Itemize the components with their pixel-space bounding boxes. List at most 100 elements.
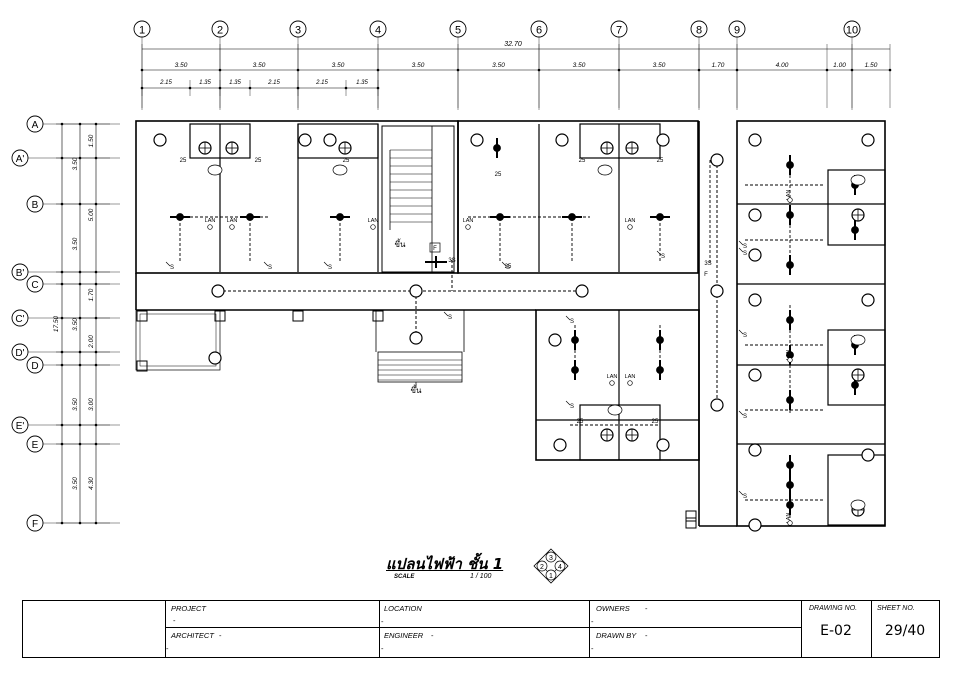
dim-top-total: 32.70: [504, 41, 522, 48]
wattage-label: 25: [495, 172, 502, 178]
lan-outlet: [627, 224, 633, 230]
lan-outlet: [787, 357, 793, 363]
column: [214, 310, 226, 322]
wattage-label: 25: [255, 158, 262, 164]
dim-dot: [296, 68, 300, 72]
location-label: LOCATION: [384, 604, 422, 613]
drawn-by-label: DRAWN BY: [596, 631, 637, 640]
switch-mark: [738, 329, 744, 335]
location-value: -: [381, 617, 384, 626]
ceiling-light: [211, 284, 225, 298]
lan-label: LAN: [625, 374, 636, 380]
dim-dot: [140, 68, 144, 72]
dim-dot: [825, 68, 829, 72]
switch-mark: [738, 247, 744, 253]
toilet-fixture: [850, 334, 866, 346]
lan-label: LAN: [786, 190, 792, 201]
switch-label: S: [570, 404, 574, 410]
dim-top-sub-label: 2.15: [315, 80, 328, 86]
dim-top-label: 3.50: [492, 62, 505, 69]
column: [685, 517, 697, 529]
lan-label: LAN: [368, 218, 379, 224]
ceiling-light: [861, 448, 875, 462]
grid-col-label: 8: [696, 25, 702, 37]
dim-left-b-label: 4.30: [88, 477, 95, 490]
bathroom-wall: [189, 123, 251, 159]
dim-top-label: 3.50: [653, 62, 666, 69]
grid-row-label: C': [15, 314, 24, 325]
grid-col-label: 10: [846, 25, 858, 37]
panel-symbol: [425, 256, 447, 268]
grid-col-label: 2: [217, 25, 223, 37]
owners-value: -: [645, 604, 648, 613]
bathroom-wall: [579, 404, 661, 461]
architect-value-2: -: [166, 644, 169, 653]
ceiling-light: [298, 133, 312, 147]
switch-mark: [656, 250, 662, 256]
switch-label: S: [448, 315, 452, 321]
dim-top-label: 3.50: [253, 62, 266, 69]
switch-label: S: [743, 251, 747, 257]
switch-label: S: [743, 414, 747, 420]
ceiling-light: [710, 398, 724, 412]
lan-outlet: [787, 520, 793, 526]
switch-label: S: [328, 265, 332, 271]
ceiling-light: [748, 133, 762, 147]
dim-left-a-label: 3.50: [72, 157, 79, 170]
f-label: F: [433, 246, 437, 252]
dim-dot: [218, 68, 222, 72]
ceiling-light: [323, 133, 337, 147]
switch-mark: [565, 315, 571, 321]
stair-up-label: ขึ้น: [395, 238, 406, 249]
ceiling-light: [710, 284, 724, 298]
switch-mark: [738, 410, 744, 416]
wattage-label: 25: [505, 264, 512, 270]
lan-outlet: [627, 380, 633, 386]
switch-mark: [501, 261, 507, 267]
ceiling-light: [656, 133, 670, 147]
wall-right-wing: [736, 120, 886, 527]
title-block: PROJECT - LOCATION - OWNERS - - ARCHITEC…: [22, 600, 940, 658]
ceiling-light: [553, 438, 567, 452]
dim-top-label: 3.50: [573, 62, 586, 69]
grid-col-label: 1: [139, 25, 145, 37]
switch-mark: [738, 490, 744, 496]
grid-row-label: E: [32, 440, 39, 451]
stair-up-label-south: ขึ้น: [411, 384, 422, 395]
lan-outlet: [229, 224, 235, 230]
f-label-2: F: [704, 272, 708, 278]
dim-left-b-label: 2.00: [88, 335, 95, 349]
ceiling-light: [656, 438, 670, 452]
drawn-by-value-2: -: [591, 644, 594, 653]
grid-row-label: B': [16, 268, 25, 279]
ceiling-light: [548, 333, 562, 347]
drawing-title: แปลนไฟฟ้า ชั้น 1: [386, 555, 504, 573]
f-box: [429, 242, 441, 253]
grid-col-label: 5: [455, 25, 461, 37]
dim-left-a-label: 3.50: [72, 318, 79, 331]
wall-center-block: [457, 120, 699, 274]
bathroom-wall: [827, 169, 886, 246]
lan-label: LAN: [205, 218, 216, 224]
ceiling-light: [748, 248, 762, 262]
column: [136, 360, 148, 372]
ceiling-light: [409, 284, 423, 298]
lan-outlet: [207, 224, 213, 230]
dim-left-total: 17.50: [53, 315, 60, 332]
ceiling-light: [748, 368, 762, 382]
switch-mark: [323, 261, 329, 267]
lan-outlet: [370, 224, 376, 230]
grid-col-label: 7: [616, 25, 622, 37]
wattage-label: 25: [579, 158, 586, 164]
compass-outline: [533, 548, 569, 584]
grid-row-label: D': [15, 348, 24, 359]
dim-left-a-label: 3.50: [72, 477, 79, 490]
dim-left-b-label: 1.50: [88, 134, 95, 147]
ceiling-light: [861, 293, 875, 307]
ceiling-light: [470, 133, 484, 147]
three-switch-label: 3S: [704, 261, 711, 267]
bathroom-wall: [827, 329, 886, 406]
grid-col-label: 9: [734, 25, 740, 37]
compass-number-circle: [545, 569, 557, 581]
